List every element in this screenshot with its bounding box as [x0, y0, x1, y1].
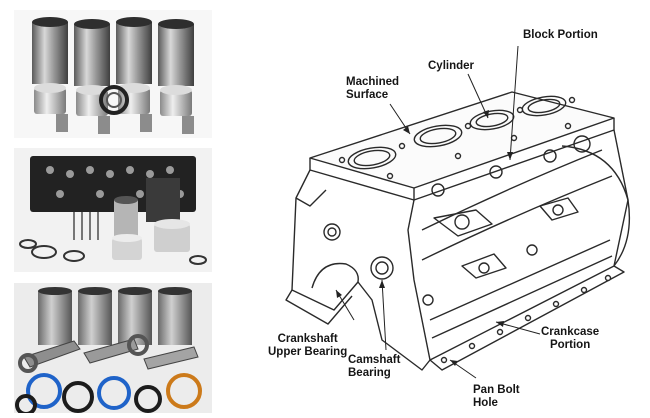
piston-ring-set	[99, 85, 129, 115]
label-pan-bolt-hole: Pan Bolt Hole	[473, 384, 520, 409]
pan-bolt-holes	[440, 274, 612, 364]
piston	[154, 219, 190, 252]
cylinder-liner	[158, 287, 192, 345]
cylinder-liner	[78, 287, 112, 345]
gasket-overhaul-kit-photo	[14, 148, 212, 272]
deck-bolt-holes	[338, 96, 576, 180]
seal-rings	[19, 239, 207, 265]
leader-camshaft-bearing	[381, 279, 387, 351]
leader-block-portion	[509, 45, 519, 161]
crankshaft-bearing-arch	[311, 262, 359, 289]
cylinder-liner	[158, 19, 194, 86]
cylinder-liner	[32, 17, 68, 84]
gasket-set	[15, 373, 202, 413]
piston	[160, 85, 194, 134]
camshaft-bore	[370, 256, 394, 280]
piston	[34, 83, 68, 132]
leader-arrowheads	[336, 110, 513, 366]
cylinder-liners-pistons-photo	[14, 10, 212, 138]
engine-block-diagram	[262, 0, 650, 418]
label-crankshaft-upper-bearing: Crankshaft Upper Bearing	[268, 333, 348, 358]
valve-set	[73, 212, 99, 240]
connecting-rod	[83, 334, 149, 364]
label-block-portion: Block Portion	[523, 29, 598, 41]
connecting-rod	[143, 346, 199, 370]
cylinder-liner	[118, 287, 152, 345]
cylinder-liner	[38, 287, 72, 345]
label-cylinder: Cylinder	[428, 60, 475, 72]
block-top-deck	[309, 91, 615, 189]
cylinder-liner	[74, 19, 110, 86]
label-camshaft-bearing: Camshaft Bearing	[348, 354, 401, 379]
connecting-rods-liners-photo	[14, 283, 212, 413]
piston	[112, 234, 142, 260]
block-bosses	[422, 135, 591, 306]
head-gasket	[30, 156, 196, 222]
cylinder-liner	[116, 17, 152, 84]
label-crankcase-portion: Crankcase Portion	[541, 326, 600, 351]
label-machined-surface: Machined Surface	[346, 76, 400, 101]
connecting-rod	[18, 340, 81, 373]
leader-cylinder	[467, 73, 489, 119]
